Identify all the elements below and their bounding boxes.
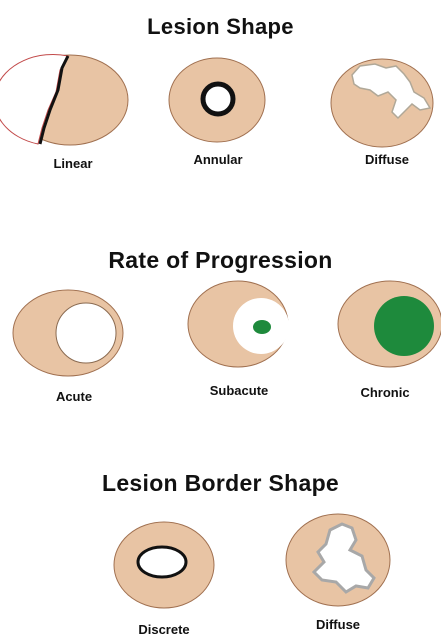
label-subacute: Subacute [179,383,299,398]
label-annular: Annular [158,152,278,167]
annular-lesion-figure [169,58,265,142]
section-title-rate-of-progression: Rate of Progression [0,247,441,274]
linear-lesion-figure [0,54,128,145]
section-title-lesion-shape: Lesion Shape [0,14,441,40]
label-chronic: Chronic [325,385,441,400]
diffuse-lesion-figure [331,59,433,147]
label-acute: Acute [14,389,134,404]
label-linear: Linear [13,156,133,171]
diffuse-border-figure [286,514,390,606]
acute-lesion-figure [13,290,123,376]
discrete-border-figure [114,522,214,608]
label-diffuse-shape: Diffuse [327,152,441,167]
label-diffuse-border: Diffuse [278,617,398,632]
label-discrete: Discrete [104,622,224,637]
chronic-lesion-figure [338,281,441,367]
subacute-lesion-figure [188,281,289,367]
section-title-lesion-border-shape: Lesion Border Shape [0,470,441,497]
